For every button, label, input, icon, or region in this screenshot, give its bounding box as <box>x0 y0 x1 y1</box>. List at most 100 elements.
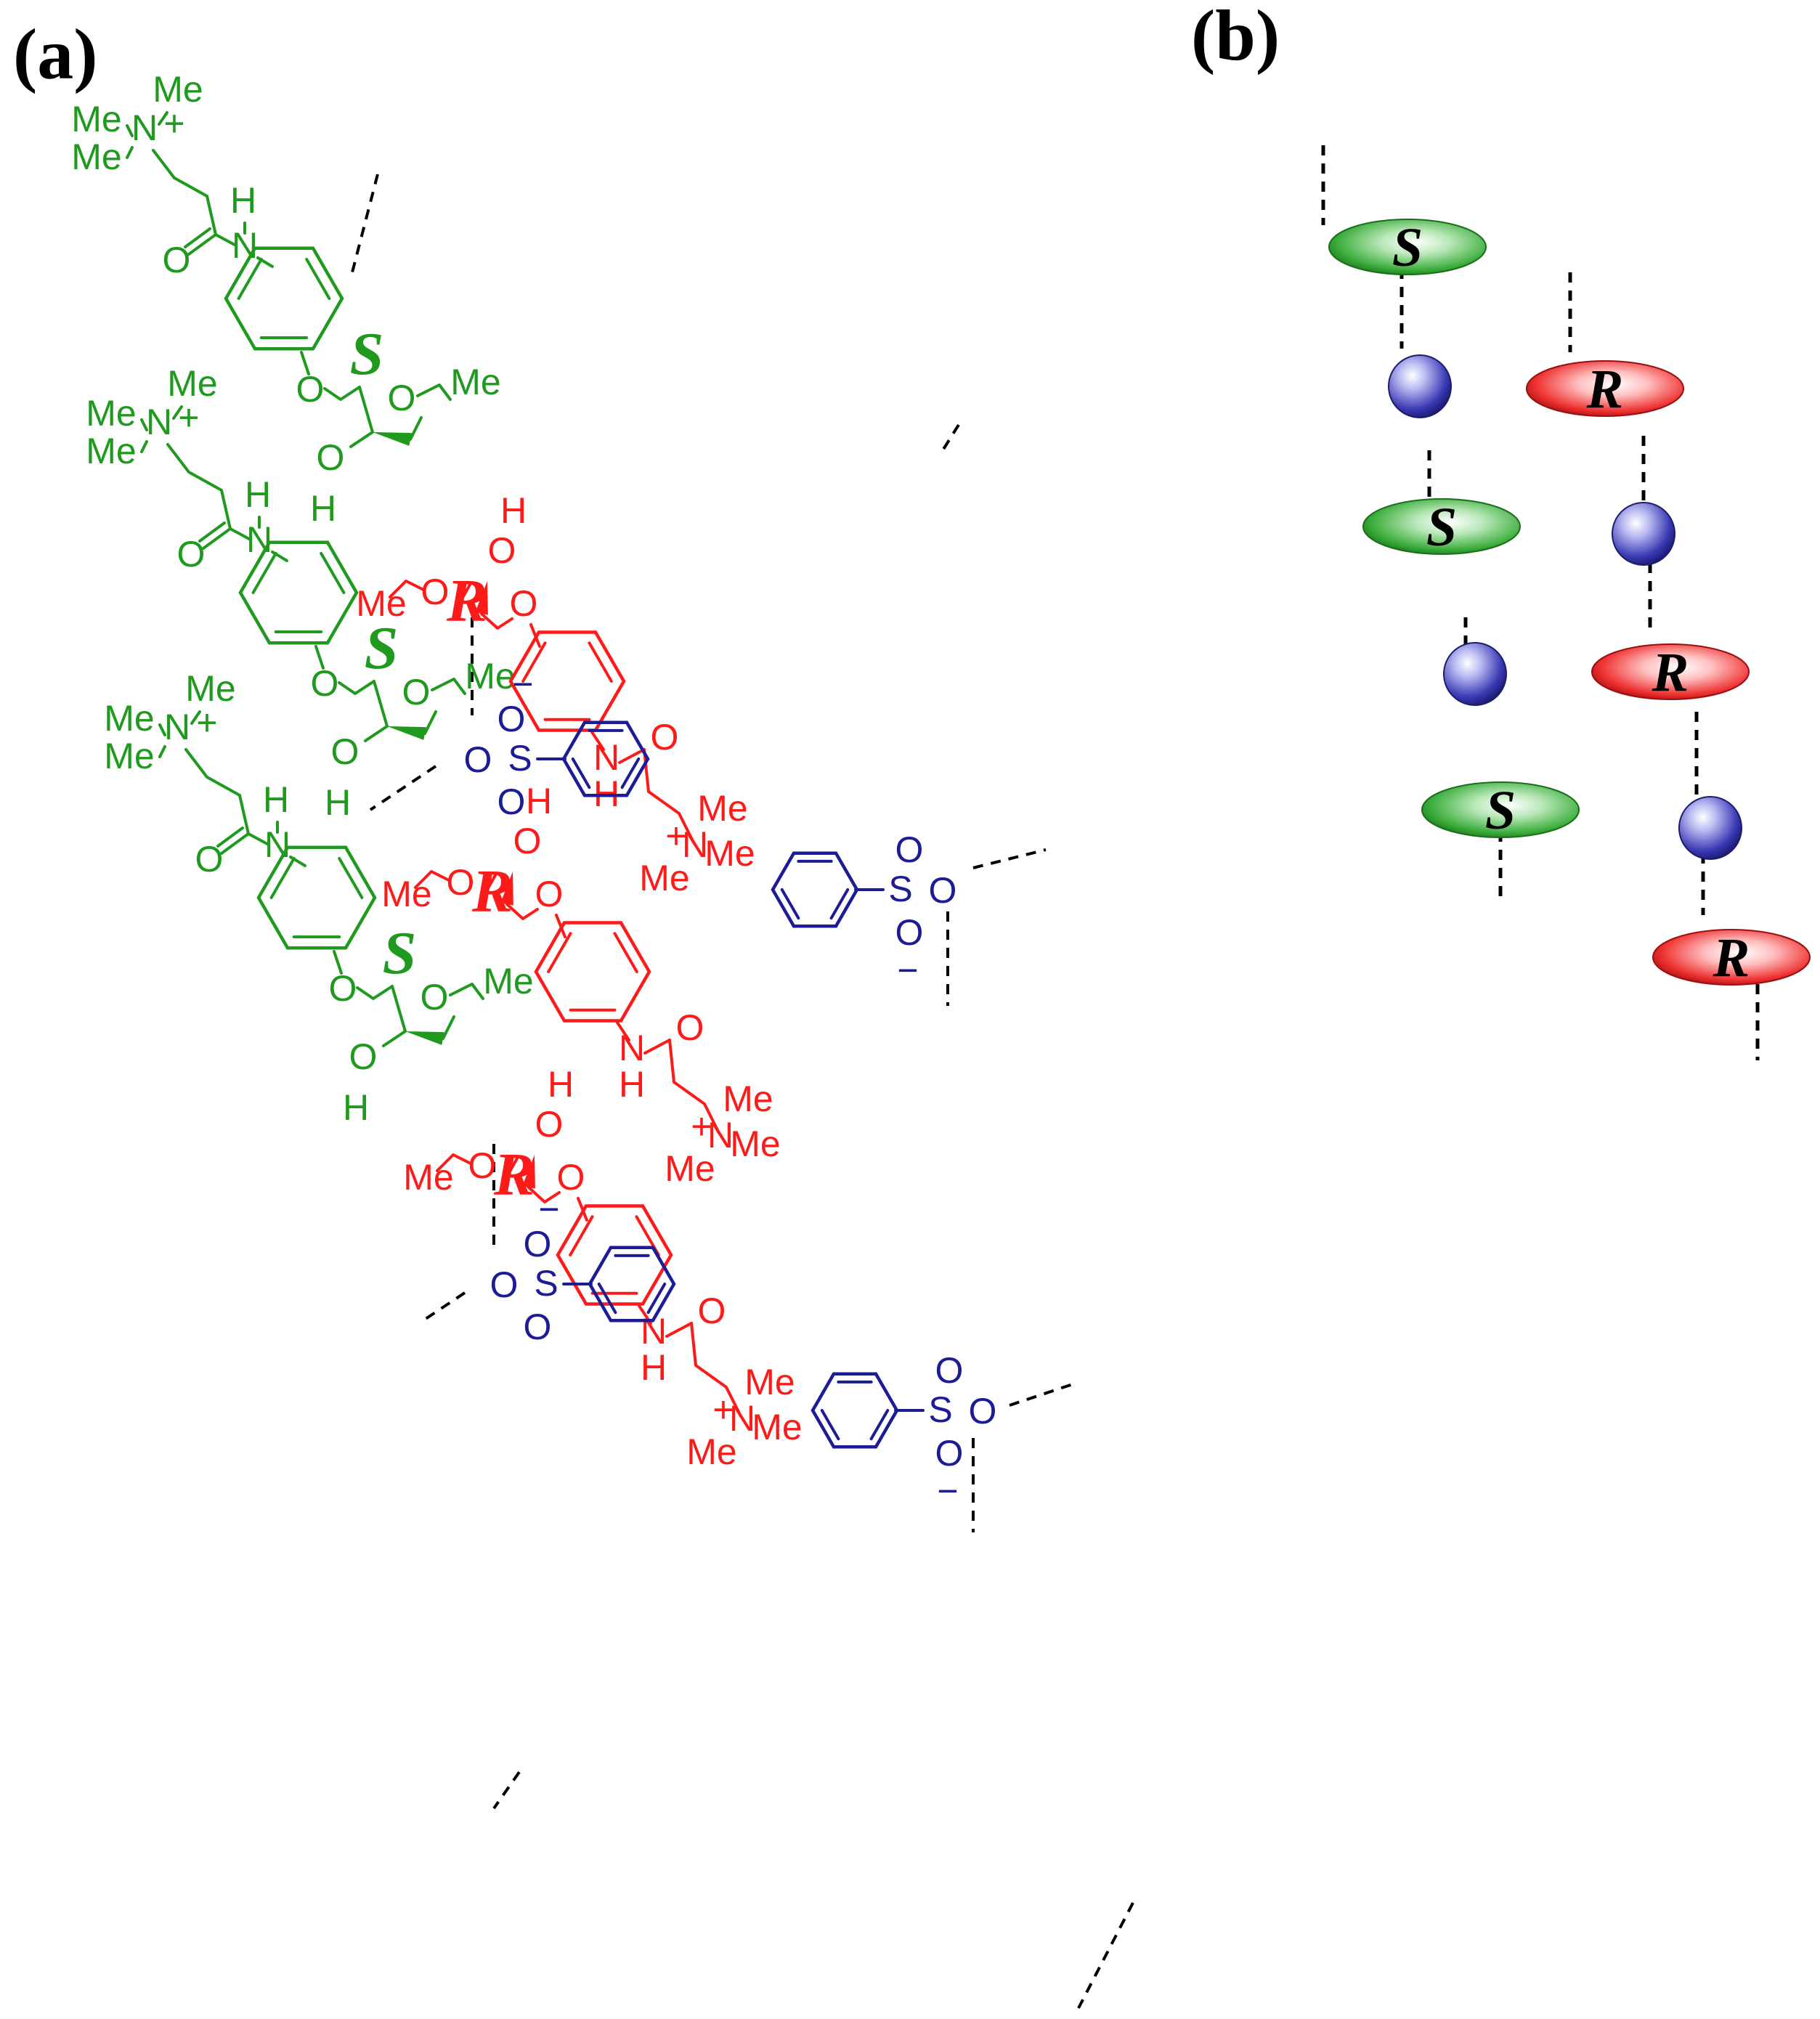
aromatic-double-bond <box>820 1409 840 1441</box>
green-ellipse-icon <box>1328 219 1487 275</box>
atom-label: O <box>676 1007 704 1048</box>
atom-label: Me <box>153 69 203 110</box>
benzene-ring <box>588 1246 676 1323</box>
stereo-hash <box>458 583 471 604</box>
atom-label: O <box>524 1307 552 1347</box>
hydrogen-bond-dash <box>351 174 379 273</box>
wedge-bond <box>475 581 488 615</box>
chain-bond <box>358 386 374 434</box>
hydrogen-bond-dash <box>492 1771 521 1810</box>
hydrogen-bond-dash <box>1077 1902 1134 2009</box>
atom-label: O <box>497 699 526 739</box>
atom-label: O <box>698 1291 726 1331</box>
stereocenter-label: R <box>1586 359 1624 420</box>
methyl-bond <box>158 111 168 126</box>
red-ellipse-icon: R <box>1591 642 1750 703</box>
blue-sphere-icon <box>1388 354 1452 418</box>
chain-bond <box>442 1015 455 1040</box>
panel-label-a: (a) <box>13 14 98 94</box>
blue-sphere-icon <box>1443 642 1507 706</box>
phenylene-ring <box>508 630 626 732</box>
atom-label: O <box>402 672 431 712</box>
bond-line <box>229 527 251 540</box>
chain-bond <box>409 416 423 441</box>
atom-label: Me <box>744 1362 795 1402</box>
atom-label: Me <box>403 1157 453 1198</box>
bond-line <box>349 431 374 448</box>
wedge-bond <box>387 726 426 740</box>
atom-label: − <box>512 664 533 704</box>
stereocenter-label: R <box>471 858 513 925</box>
atom-label: − <box>897 950 918 991</box>
atom-label: O <box>421 572 450 612</box>
atom-label: H <box>230 180 256 221</box>
atom-label: Me <box>704 833 755 874</box>
atom-label: O <box>935 1433 964 1474</box>
atom-label: O <box>935 1350 964 1391</box>
atom-label: Me <box>86 431 136 471</box>
benzene-ring <box>771 851 859 928</box>
atom-label: O <box>349 1036 378 1077</box>
phenylene-ring <box>238 540 359 645</box>
stereocenter-label: S <box>350 320 384 388</box>
atom-label: Me <box>465 656 515 696</box>
stereocenter-label: S <box>1392 217 1423 278</box>
methyl-bond <box>126 146 134 159</box>
aromatic-double-bond <box>338 856 364 899</box>
aromatic-double-bond <box>571 757 591 789</box>
aromatic-double-bond <box>613 932 638 973</box>
green-ellipse-icon: S <box>1328 217 1487 278</box>
hydrogen-bond-dash <box>420 1291 466 1323</box>
panel-label-b: (b) <box>1191 0 1280 76</box>
atom-label: N <box>593 737 619 778</box>
atom-label: O <box>329 968 357 1009</box>
methyl-bond <box>126 124 134 137</box>
blue-sphere-icon <box>1678 796 1742 860</box>
wedge-bond <box>500 872 513 906</box>
green-ellipse-icon: S <box>1421 780 1580 841</box>
atom-label: Me <box>86 393 136 434</box>
atom-label: H <box>325 782 351 823</box>
atom-label: Me <box>381 874 431 914</box>
aromatic-double-bond <box>269 856 296 899</box>
hydrogen-bond-dash <box>1009 1382 1076 1407</box>
chain-bond <box>527 1186 561 1203</box>
carbonyl-bond <box>216 826 244 848</box>
bond-line <box>314 645 325 670</box>
aromatic-double-bond <box>829 888 850 920</box>
aromatic-double-bond <box>237 257 263 300</box>
methyl-bond <box>158 723 166 736</box>
atom-label: Me <box>752 1407 802 1447</box>
phenylene-ring <box>556 1204 673 1306</box>
atom-label: O <box>513 821 542 861</box>
bond-line <box>665 1322 693 1338</box>
aromatic-double-bond <box>597 1283 617 1315</box>
stereocenter-label: R <box>446 567 487 635</box>
aromatic-double-bond <box>251 551 277 594</box>
atom-label: Me <box>167 363 217 404</box>
chain-bond <box>449 983 484 1000</box>
stereocenter-label: R <box>1652 642 1689 703</box>
atom-label: O <box>510 583 538 624</box>
carbonyl-bond <box>184 227 211 248</box>
atom-label: O <box>296 369 325 410</box>
atom-label: O <box>524 1224 552 1264</box>
stereocenter-label: S <box>1485 780 1516 841</box>
atom-label: O <box>535 1104 564 1145</box>
carbonyl-bond <box>220 832 250 855</box>
blue-sphere-icon <box>1612 502 1675 566</box>
atom-label: O <box>651 717 679 757</box>
bond-line <box>618 748 646 764</box>
atom-label: H <box>310 488 336 529</box>
atom-label: S <box>508 738 532 779</box>
atom-label: O <box>177 534 206 574</box>
atom-label: H <box>343 1087 369 1128</box>
chain-bond <box>505 903 539 920</box>
aromatic-double-bond <box>588 641 613 683</box>
aromatic-double-bond <box>320 551 346 594</box>
phenylene-ring <box>224 246 344 351</box>
stereocenter-label: S <box>365 614 399 682</box>
